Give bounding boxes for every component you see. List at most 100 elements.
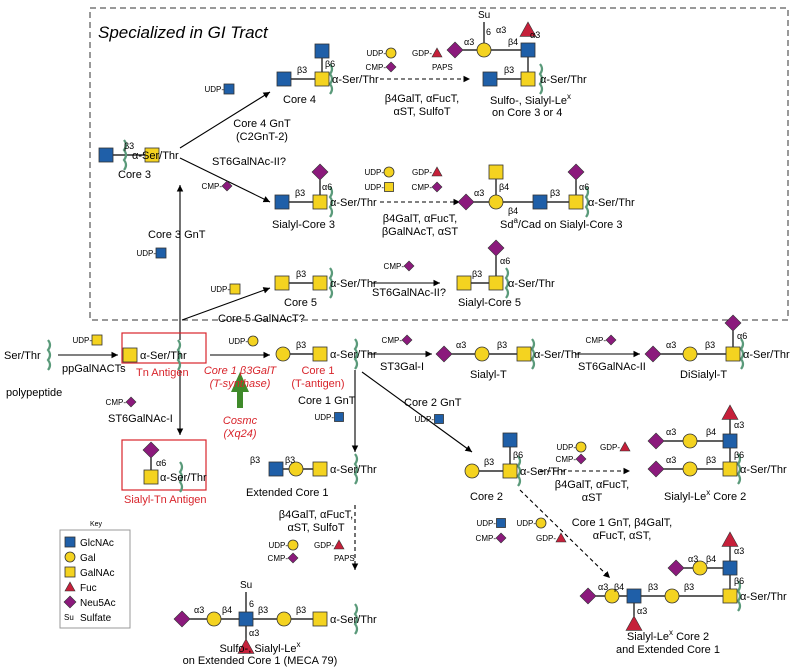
linker-extcore1: α-Ser/Thr [330,464,377,476]
gal-core1 [275,346,291,362]
gal-lexc2-bot [682,461,698,477]
galnac-core4 [314,71,330,87]
glcnac-core4-b3 [276,71,292,87]
gal-sext-core [276,611,292,627]
lnk-core1-b3: β3 [296,340,306,350]
ser-thr-wavy-line [328,186,334,218]
donor-udp-core5: UDP- [210,285,230,294]
neu5ac-lexext-bot [579,587,597,605]
lnk-le-b4: β4 [614,582,624,592]
glcnac-s34-b6 [520,42,536,58]
key-item: Neu5Ac [63,595,116,609]
donor-neu5ac-dst [605,334,617,346]
donor-udp-core2ext1: UDP- [476,519,496,528]
lnk-le-a3c: α3 [688,554,698,564]
gal-sext [206,611,222,627]
sialyl-core5-label: Sialyl-Core 5 [458,297,521,309]
donor-gal-c2e [535,517,547,529]
polypeptide-label: polypeptide [6,387,62,399]
gal-lexext-top [692,560,708,576]
lnk-s34-b4: β4 [508,37,518,47]
donor-gal-c2m [575,441,587,453]
galnac-core1 [312,346,328,362]
lnk-se-6: 6 [249,599,254,609]
key-glcnac-icon [64,536,76,548]
neu5ac-sialylcore3 [311,163,329,181]
donor-cmp-sialyltn: CMP- [106,398,127,407]
key-label: GalNAc [80,568,114,579]
donor-udp-core2ext2: UDP- [516,519,536,528]
core2-gnt-label: Core 2 GnT [404,397,462,409]
lnk-lc2-a3b: α3 [734,420,744,430]
galnac-core5 [312,275,328,291]
lnk-lc2-b4: β4 [706,427,716,437]
su-ext: Su [240,580,252,591]
neu5ac-sext [173,610,191,628]
donor-gal-core1 [247,335,259,347]
galnac-sc5 [488,275,504,291]
donor-cmp-sialylcore3: CMP- [202,182,223,191]
gal-s34 [476,42,492,58]
galnac-ext [312,461,328,477]
donor-neu5ac-c4m [385,61,397,73]
fuc-lexc2 [721,404,739,420]
lnk-se-a3b: α3 [249,628,259,638]
linker-sialylt: α-Ser/Thr [534,349,581,361]
cosmc-label: Cosmc(Xq24) [223,415,258,440]
donor-neu5ac-sc3 [221,180,233,192]
st6galnac-ii-label: ST6GalNAc-II [578,361,646,373]
lnk-le-a3b: α3 [637,606,647,616]
lnk-sc3-a6: α6 [322,182,332,192]
donor-gdp-core2mods: GDP- [600,443,620,452]
donor-glcnac-ext [334,412,344,422]
glcnac-core2 [502,432,518,448]
gal-sda [488,194,504,210]
glcnac-s34-b3 [482,71,498,87]
key-label: GlcNAc [80,538,114,549]
gal-ext [288,461,304,477]
lnk-lc2-b3: β3 [706,455,716,465]
galnac-sext [312,611,328,627]
glcnac-sialylcore3 [274,194,290,210]
glcnac-core4-b6 [314,43,330,59]
core3-label: Core 3 [118,169,151,181]
neu5ac-lexc2-bot [647,460,665,478]
glcnac-lexext-top [722,560,738,576]
core4-label: Core 4 [283,94,316,106]
donor-gal-extm [287,539,299,551]
key-item: Fuc [64,581,97,594]
galnac-core5-b3 [274,275,290,291]
lnk-sc3-b3: β3 [295,188,305,198]
linker-sda: α-Ser/Thr [588,197,635,209]
core2-mods-label: β4GalT, αFucT,αST [555,479,629,504]
lnk-sda-b4: β4 [499,182,509,192]
core3-gnt-label: Core 3 GnT [148,229,206,241]
linker-tn: α-Ser/Thr [140,350,187,362]
lnk-le-a3: α3 [598,582,608,592]
lnk-se-a3: α3 [194,605,204,615]
linker-sialylcore3: α-Ser/Thr [330,197,377,209]
lnk-core2-b6: β6 [513,450,523,460]
donor-gal-c3m [383,166,395,178]
pathway-arrows [58,75,640,579]
donor-udp-core3mods2: UDP- [364,183,384,192]
sda-cad-label: Sda/Cad on Sialyl-Core 3 [500,216,622,231]
ppgalnacts-label: ppGalNACTs [62,363,126,375]
linker-sulfo34: α-Ser/Thr [540,74,587,86]
donor-galnac-core5 [229,283,241,295]
linker-disialylt: α-Ser/Thr [743,349,790,361]
glcnac-lexext-bot [626,588,642,604]
donor-udp-core1: UDP- [228,337,248,346]
ser-thr-label: Ser/Thr [4,350,41,362]
galnac-sda-b4 [488,164,504,180]
lnk-s34-a3a: α3 [464,37,474,47]
lnk-lc2-a3a: α3 [666,427,676,437]
core5-galnact-label: Core 5 GalNAcT? [218,313,305,325]
lex-core2-label: Sialyl-Lex Core 2 [664,488,746,503]
ser-thr-wavy-line [353,453,359,485]
donor-udp-extcore1: UDP- [314,413,334,422]
linkage-labels: β3 β3 β6 β3 α3 β4 α3 6 α3 β3 α6 α3 β4 β4… [124,25,747,638]
galnac-lexc2 [722,461,738,477]
